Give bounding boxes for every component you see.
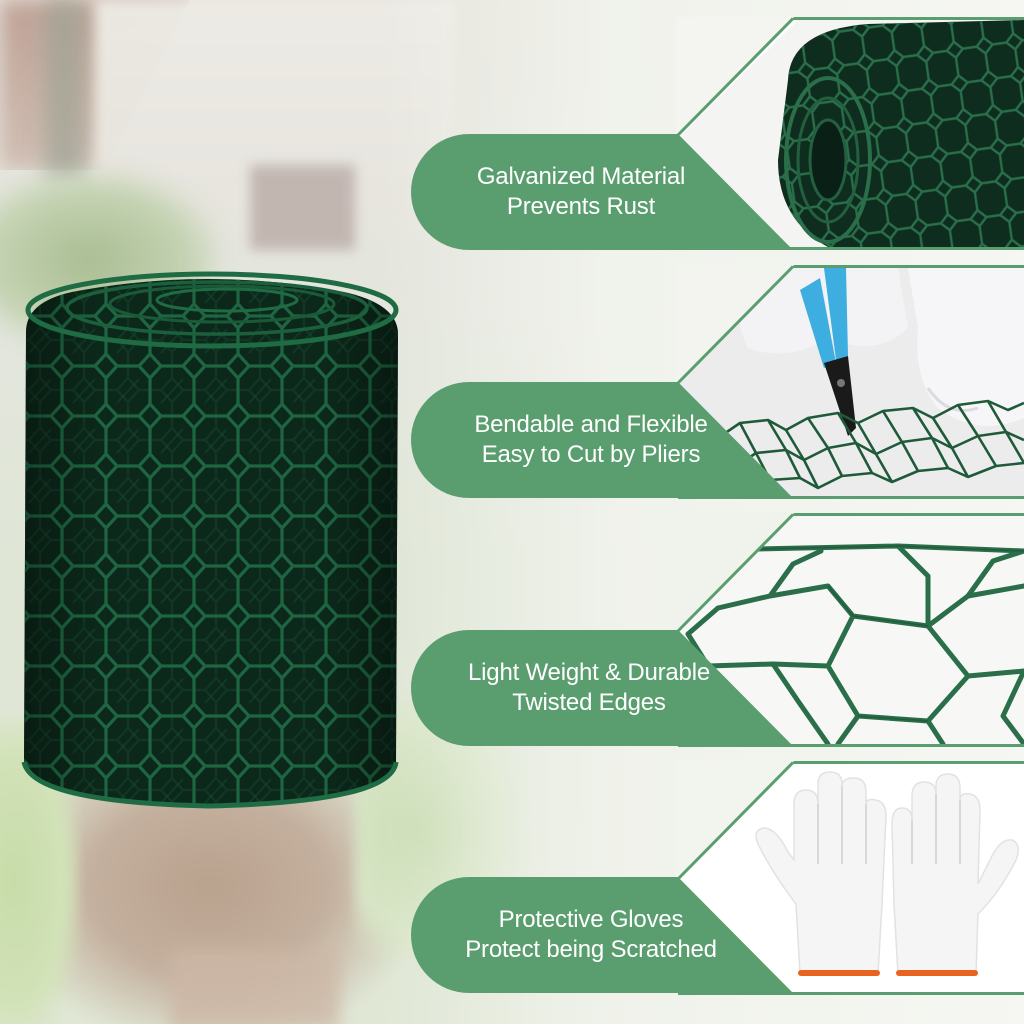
feature-1-line-2: Prevents Rust xyxy=(506,193,656,220)
feature-3-line-1: Light Weight & Durable xyxy=(468,659,710,686)
feature-label-4: Protective Gloves Protect being Scratche… xyxy=(411,877,795,993)
feature-text-1: Galvanized Material Prevents Rust xyxy=(421,134,741,250)
feature-3-line-2: Twisted Edges xyxy=(512,689,666,716)
hero-mesh-roll xyxy=(12,262,404,810)
feature-label-3: Light Weight & Durable Twisted Edges xyxy=(411,630,795,746)
feature-text-2: Bendable and Flexible Easy to Cut by Pli… xyxy=(431,382,751,498)
right-glove xyxy=(891,773,1019,976)
left-glove xyxy=(755,771,887,976)
label-pill-shape xyxy=(411,630,793,746)
label-pill-shape xyxy=(411,134,793,250)
feature-label-2: Bendable and Flexible Easy to Cut by Pli… xyxy=(411,382,795,498)
label-pill-shape xyxy=(411,382,793,498)
background-door xyxy=(250,165,355,250)
feature-text-3: Light Weight & Durable Twisted Edges xyxy=(429,630,749,746)
feature-1-line-1: Galvanized Material xyxy=(476,163,686,190)
label-pill-shape xyxy=(411,877,793,993)
mesh-roll-closeup-icon xyxy=(678,20,1024,247)
feature-4-line-1: Protective Gloves xyxy=(498,906,684,933)
feature-label-1: Galvanized Material Prevents Rust xyxy=(411,134,795,250)
feature-2-line-1: Bendable and Flexible xyxy=(474,411,708,438)
background-path xyxy=(170,950,340,1024)
mesh-roll-icon xyxy=(21,271,399,809)
feature-4-line-2: Protect being Scratched xyxy=(465,936,717,963)
background-tree xyxy=(45,0,85,180)
feature-2-line-2: Easy to Cut by Pliers xyxy=(481,441,701,468)
feature-text-4: Protective Gloves Protect being Scratche… xyxy=(431,877,751,993)
